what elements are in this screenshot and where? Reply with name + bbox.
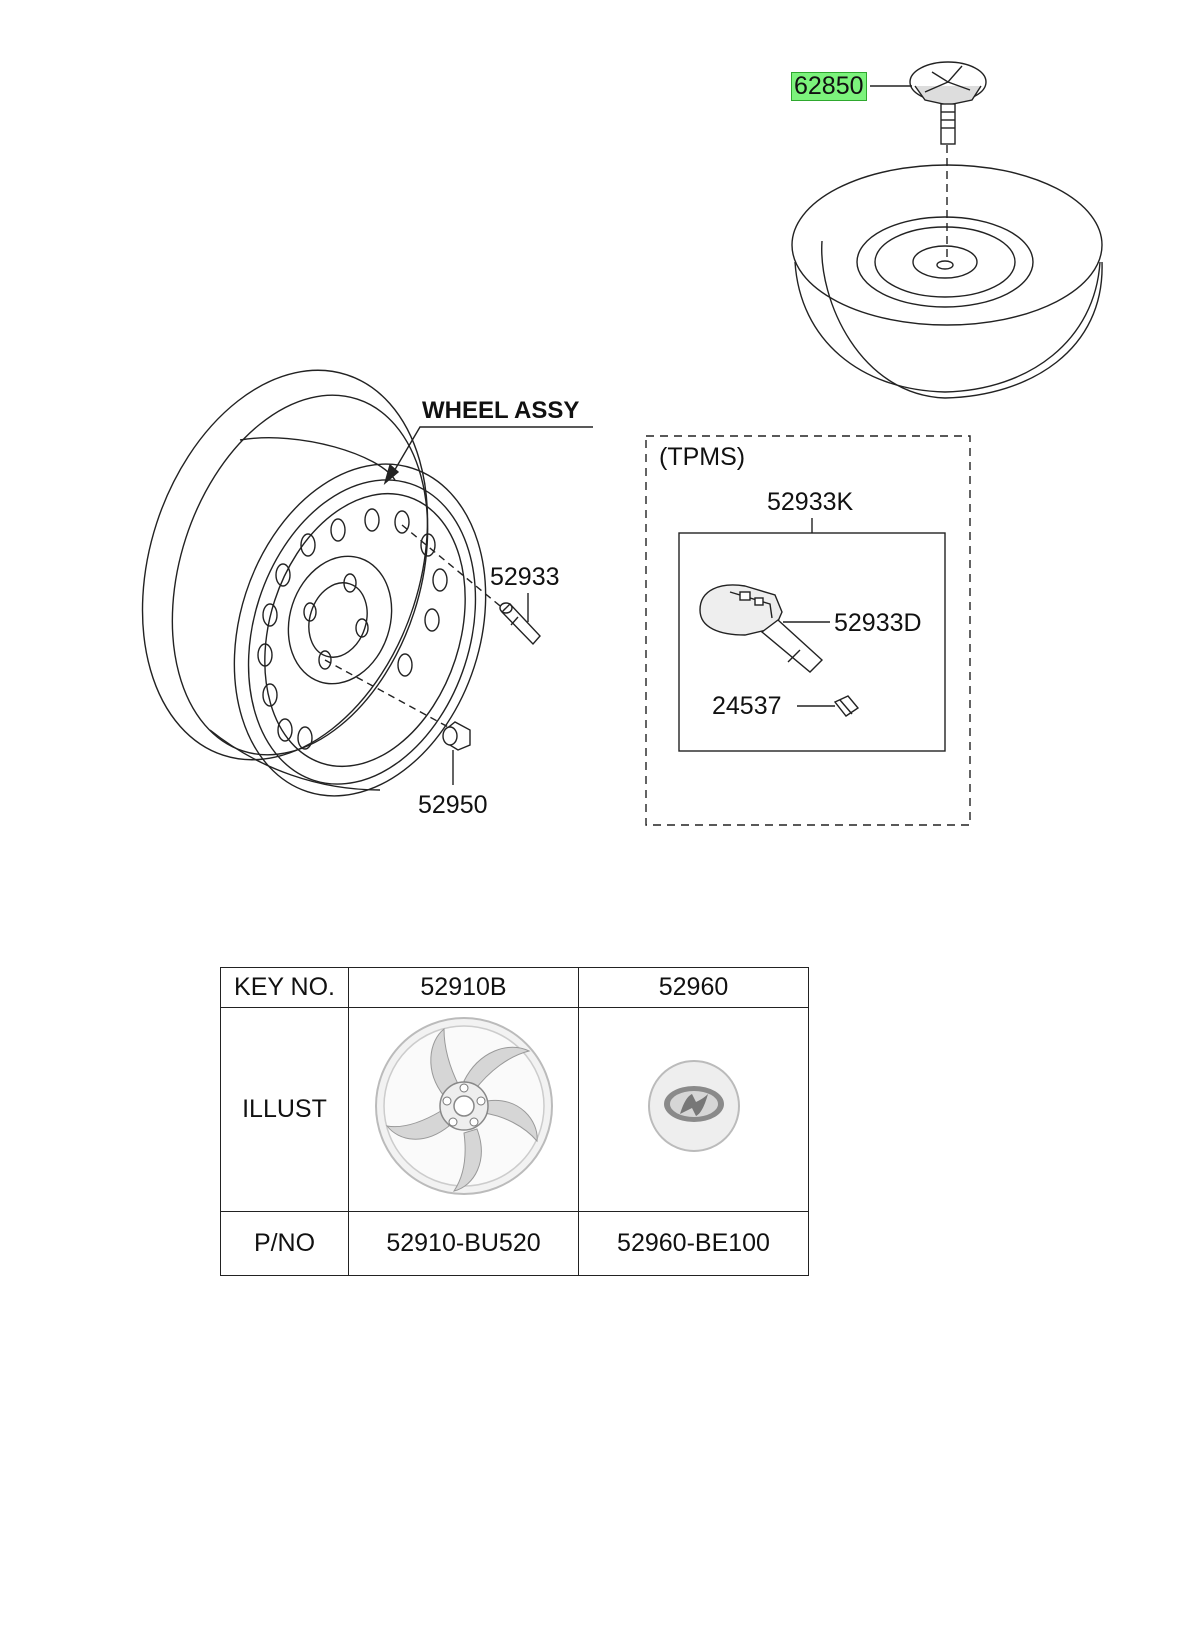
- tpms-valve-icon: [760, 619, 824, 673]
- callout-52933D[interactable]: 52933D: [834, 609, 922, 637]
- key-52960[interactable]: 52960: [578, 967, 809, 1008]
- spare-tire-illustration: [791, 145, 1103, 399]
- callout-52950[interactable]: 52950: [418, 791, 488, 819]
- tpms-group-box: [645, 435, 971, 826]
- callout-wheel-assy[interactable]: WHEEL ASSY: [422, 397, 580, 424]
- pno-header: P/NO: [220, 1211, 349, 1276]
- callout-62850[interactable]: 62850: [791, 72, 867, 101]
- table-row: ILLUST: [220, 1007, 809, 1212]
- table-row: KEY NO. 52910B 52960: [220, 967, 809, 1008]
- callout-52933K[interactable]: 52933K: [767, 488, 854, 516]
- center-cap-cell: [578, 1007, 809, 1212]
- center-cap-logo-icon: [647, 1060, 740, 1152]
- hold-down-bolt-icon: [909, 61, 987, 145]
- steel-wheel-illustration: [141, 369, 487, 797]
- pno-52910-bu520[interactable]: 52910-BU520: [348, 1211, 579, 1276]
- valve-cap-icon: [833, 695, 860, 717]
- key-table: KEY NO. 52910B 52960 ILLUST: [220, 967, 809, 1276]
- callout-52933[interactable]: 52933: [490, 563, 560, 591]
- tpms-group-label: (TPMS): [659, 443, 746, 471]
- lug-nut-icon: [442, 721, 471, 751]
- valve-stem-icon: [499, 602, 541, 646]
- dash-52933: [401, 524, 506, 611]
- illust-header: ILLUST: [220, 1007, 349, 1212]
- key-52910B[interactable]: 52910B: [348, 967, 579, 1008]
- key-no-header: KEY NO.: [220, 967, 349, 1008]
- callout-24537[interactable]: 24537: [712, 692, 782, 720]
- arrow-head-icon: [383, 463, 400, 486]
- leader-wheel-assy: [389, 426, 593, 479]
- alloy-wheel-cell: [348, 1007, 579, 1212]
- table-row: P/NO 52910-BU520 52960-BE100: [220, 1211, 809, 1276]
- tpms-sensor-icon: [699, 584, 783, 636]
- alloy-wheel-icon: [374, 1017, 553, 1195]
- pno-52960-be100[interactable]: 52960-BE100: [578, 1211, 809, 1276]
